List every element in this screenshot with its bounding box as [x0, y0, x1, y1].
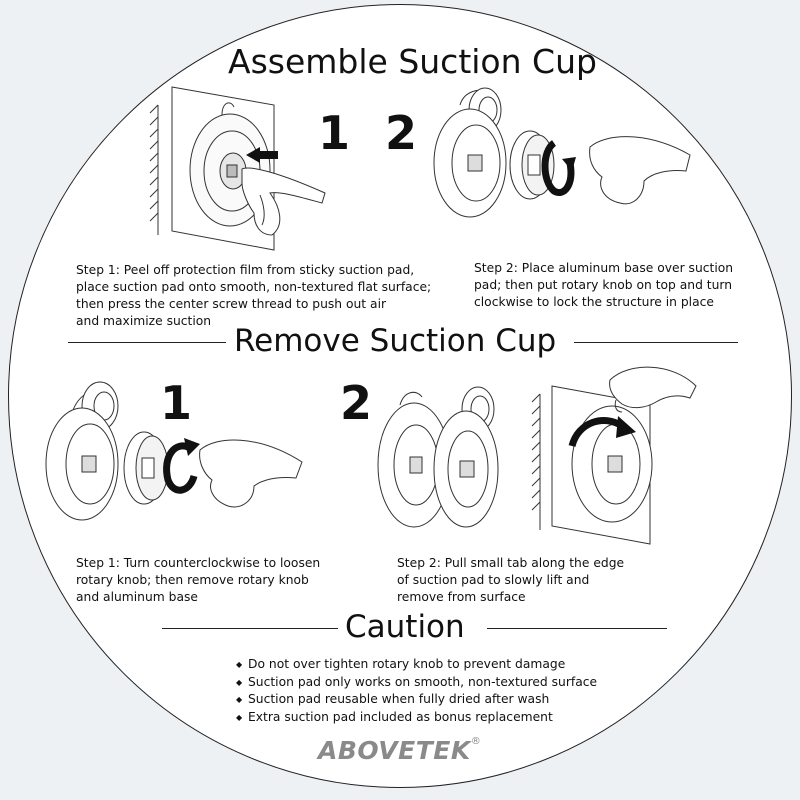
remove-rule-right	[574, 342, 738, 343]
bullet-icon: ◆	[236, 712, 243, 722]
clockwise-arrow	[545, 143, 571, 193]
assemble-step-number-2: 2	[385, 106, 418, 160]
suction-pad-side	[46, 382, 118, 520]
remove-rule-left	[68, 342, 226, 343]
assemble-step1-text: Step 1: Peel off protection film from st…	[76, 263, 432, 328]
remove-title: Remove Suction Cup	[234, 323, 557, 359]
lift-arrow	[572, 420, 622, 446]
list-item: ◆Extra suction pad included as bonus rep…	[236, 709, 597, 727]
remove-step2-text: Step 2: Pull small tab along the edge of…	[397, 556, 625, 604]
registered-mark: ®	[470, 736, 481, 747]
remove-step1-text: Step 1: Turn counterclockwise to loosen …	[76, 556, 321, 604]
remove-step2-pads-illustration	[370, 385, 510, 535]
press-arrow	[246, 147, 278, 163]
caution-rule-left	[162, 628, 338, 629]
assemble-step-number-1: 1	[318, 106, 351, 160]
assemble-step1-illustration	[150, 85, 340, 255]
brand-logo: ABOVETEK®	[318, 736, 481, 765]
caution-list: ◆Do not over tighten rotary knob to prev…	[236, 656, 597, 726]
turning-hand	[200, 440, 302, 507]
wall-hatch	[532, 394, 540, 530]
turning-hand	[590, 137, 690, 204]
remove-step2-lift-illustration	[532, 360, 702, 550]
wall-hatch	[150, 105, 158, 235]
remove-step-number-2: 2	[340, 376, 373, 430]
counterclockwise-arrow	[167, 446, 194, 490]
pressing-hand	[242, 168, 325, 235]
assemble-title: Assemble Suction Cup	[228, 42, 597, 81]
list-item: ◆Suction pad reusable when fully dried a…	[236, 691, 597, 709]
bullet-icon: ◆	[236, 677, 243, 687]
assemble-step2-illustration	[430, 85, 700, 220]
remove-step-number-1: 1	[160, 376, 193, 430]
pulling-hand	[610, 367, 696, 412]
suction-pad-side	[434, 88, 506, 217]
brand-name: ABOVETEK	[318, 736, 471, 765]
caution-title: Caution	[345, 609, 465, 645]
remove-step1-illustration	[40, 380, 310, 530]
bullet-icon: ◆	[236, 660, 243, 669]
list-item: ◆Suction pad only works on smooth, non-t…	[236, 674, 597, 692]
list-item: ◆Do not over tighten rotary knob to prev…	[236, 656, 597, 674]
bullet-icon: ◆	[236, 695, 243, 704]
caution-rule-right	[487, 628, 667, 629]
aluminum-base	[124, 432, 168, 504]
assemble-step2-text: Step 2: Place aluminum base over suction…	[474, 261, 734, 309]
